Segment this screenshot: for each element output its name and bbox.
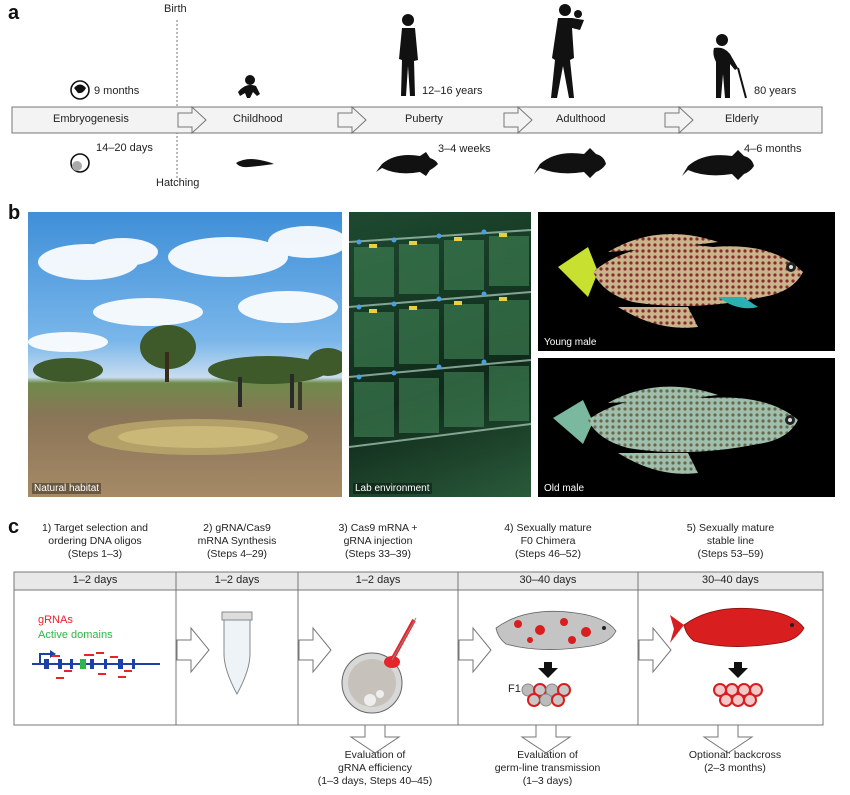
fish-egg-icon	[70, 153, 90, 173]
stage-embryogenesis: Embryogenesis	[53, 113, 129, 125]
panel-letter-c: c	[8, 516, 20, 538]
grnas-legend: gRNAs	[38, 614, 73, 626]
step-5-duration: 30–40 days	[702, 574, 759, 586]
lifespan-timeline	[11, 4, 823, 180]
old-male-caption: Old male	[542, 483, 587, 494]
puberty-age-label: 12–16 years	[422, 85, 483, 97]
step-arrow-4	[638, 626, 672, 674]
fish-adult-icon	[534, 148, 606, 178]
step-1-title: 1) Target selection and ordering DNA oli…	[41, 522, 149, 560]
teen-silhouette-icon	[399, 14, 418, 96]
elderly-silhouette-icon	[713, 34, 747, 99]
step-3-duration: 1–2 days	[355, 574, 401, 586]
step-3-title: 3) Cas9 mRNA + gRNA injection (Steps 33–…	[338, 522, 418, 560]
active-domains-legend: Active domains	[38, 629, 113, 641]
eval-germline-transmission: Evaluation of germ-line transmission (1–…	[494, 749, 601, 787]
stage-arrow-4	[664, 105, 694, 135]
step-1-duration: 1–2 days	[72, 574, 118, 586]
panel-letter-b: b	[8, 202, 21, 224]
fish-puberty-time-label: 3–4 weeks	[438, 143, 491, 155]
human-embryo-icon	[70, 80, 90, 100]
stage-puberty: Puberty	[405, 113, 443, 125]
step-arrow-1	[176, 626, 210, 674]
baby-silhouette-icon	[238, 75, 260, 98]
stage-childhood: Childhood	[233, 113, 283, 125]
natural-habitat-caption: Natural habitat	[32, 483, 102, 494]
tube-icon	[221, 611, 253, 696]
lab-environment-caption: Lab environment	[353, 483, 432, 494]
birth-label: Birth	[164, 3, 187, 15]
eval-arrow-3	[702, 724, 754, 754]
natural-habitat-photo: Natural habitat	[28, 212, 342, 497]
stage-arrow-3	[503, 105, 533, 135]
hatching-label: Hatching	[156, 177, 200, 189]
down-arrow-chimera	[538, 662, 558, 678]
step-2-title: 2) gRNA/Cas9 mRNA Synthesis (Steps 4–29)	[197, 522, 277, 560]
old-male-photo: Old male	[538, 358, 835, 497]
f1-label: F1	[508, 683, 521, 695]
stage-arrow-2	[337, 105, 367, 135]
eval-backcross: Optional: backcross (2–3 months)	[688, 749, 782, 774]
young-male-caption: Young male	[542, 337, 599, 348]
stage-adulthood: Adulthood	[556, 113, 606, 125]
step-2-duration: 1–2 days	[214, 574, 260, 586]
stable-eggs-icon	[713, 683, 763, 707]
step-5-title: 5) Sexually mature stable line (Steps 53…	[686, 522, 775, 560]
step-arrow-2	[298, 626, 332, 674]
step-4-title: 4) Sexually mature F0 Chimera (Steps 46–…	[504, 522, 592, 560]
stage-arrow-1	[177, 105, 207, 135]
fish-elderly-icon	[682, 150, 754, 180]
adult-silhouette-icon	[551, 4, 584, 98]
panel-letter-a: a	[8, 2, 20, 24]
f1-eggs-icon	[521, 683, 571, 707]
step-arrow-3	[458, 626, 492, 674]
stable-line-fish-icon	[670, 607, 805, 647]
down-arrow-stable	[728, 662, 748, 678]
fish-larva-icon	[236, 159, 274, 168]
young-male-photo: Young male	[538, 212, 835, 351]
lab-environment-photo: Lab environment	[349, 212, 531, 497]
gestation-label: 9 months	[94, 85, 140, 97]
eval-arrow-1	[349, 724, 401, 754]
embryo-injection-icon	[341, 617, 417, 714]
fish-elderly-time-label: 4–6 months	[744, 143, 802, 155]
eval-arrow-2	[520, 724, 572, 754]
stage-elderly: Elderly	[725, 113, 759, 125]
chimera-fish-icon	[495, 610, 617, 650]
elderly-age-label: 80 years	[754, 85, 797, 97]
step-4-duration: 30–40 days	[519, 574, 577, 586]
gene-model-icon	[32, 650, 160, 679]
eval-grna-efficiency: Evaluation of gRNA efficiency (1–3 days,…	[317, 749, 433, 787]
embryo-time-label: 14–20 days	[96, 142, 153, 154]
fish-juvenile-icon	[376, 152, 438, 176]
